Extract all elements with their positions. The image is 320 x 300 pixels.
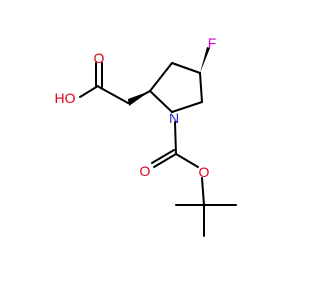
bond-c5-n bbox=[171, 101, 203, 113]
ester-oxygen-label: O bbox=[199, 164, 210, 180]
bond-c4-c5 bbox=[199, 72, 203, 103]
bond-ester-o-quat-c bbox=[201, 177, 205, 206]
acid-hydroxyl-label: HO bbox=[55, 90, 76, 106]
bond-n-carbonyl-c bbox=[174, 121, 177, 155]
molecule-structure: F N O HO O O bbox=[55, 35, 237, 237]
bond-n-c2 bbox=[149, 90, 173, 113]
wedge-c4-f bbox=[200, 47, 210, 73]
fluorine-atom-label: F bbox=[208, 35, 217, 51]
acid-carbonyl-oxygen-label: O bbox=[94, 50, 105, 66]
bond-carbamate-c-o-2 bbox=[151, 149, 175, 164]
bond-carbamate-c-ester-o bbox=[175, 153, 199, 168]
bond-acid-c-oh bbox=[79, 85, 99, 98]
wedge-c2-ch2 bbox=[128, 91, 150, 106]
nitrogen-atom-label: N bbox=[169, 110, 179, 126]
bond-c3-c4 bbox=[171, 62, 201, 74]
carbamate-carbonyl-oxygen-label: O bbox=[140, 163, 151, 179]
bond-c2-c3 bbox=[149, 62, 173, 92]
bond-carbamate-c-o-1 bbox=[153, 153, 177, 168]
bond-acid-c-ch2 bbox=[98, 86, 129, 104]
